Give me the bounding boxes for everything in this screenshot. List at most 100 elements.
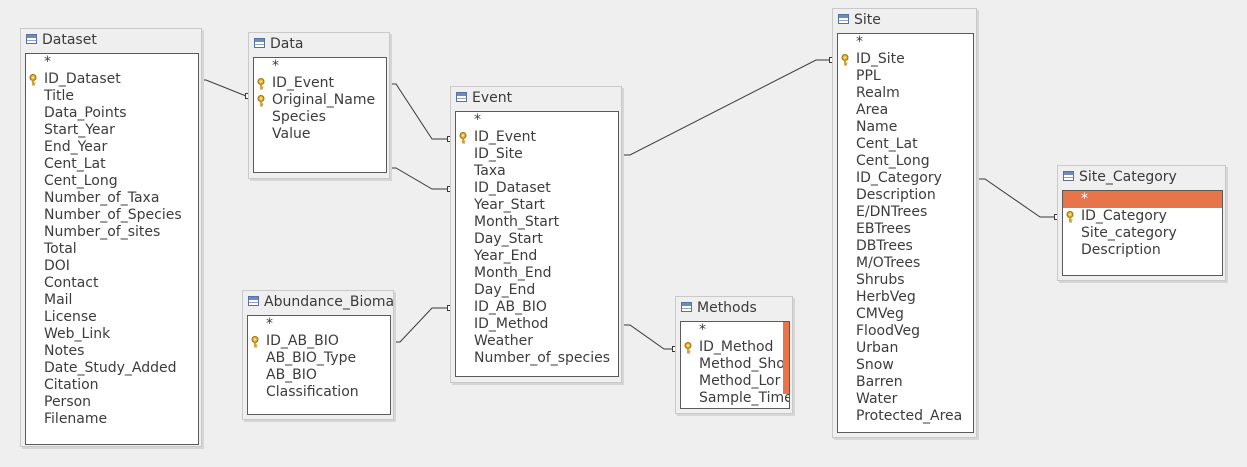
field-row[interactable]: Number_of_Species	[26, 207, 198, 224]
table-header[interactable]: Event	[451, 87, 621, 111]
table-header[interactable]: Site_Category	[1058, 166, 1225, 190]
table-header[interactable]: Dataset	[21, 29, 201, 53]
field-row[interactable]: Description	[1063, 242, 1222, 259]
field-all-columns[interactable]: *	[838, 34, 973, 51]
field-row[interactable]: Cent_Long	[838, 153, 973, 170]
field-row[interactable]: PPL	[838, 68, 973, 85]
field-row[interactable]: ID_Dataset	[26, 71, 198, 88]
field-row[interactable]: ID_AB_BIO	[248, 333, 390, 350]
field-all-columns[interactable]: *	[26, 54, 198, 71]
field-row[interactable]: Value	[254, 126, 386, 143]
field-row[interactable]: ID_Site	[456, 146, 618, 163]
field-all-columns[interactable]: *	[1063, 191, 1222, 208]
field-row[interactable]: ID_Event	[456, 129, 618, 146]
field-row[interactable]: Snow	[838, 357, 973, 374]
field-row[interactable]: Barren	[838, 374, 973, 391]
table-header[interactable]: Site	[833, 9, 976, 33]
field-row[interactable]: End_Year	[26, 139, 198, 156]
field-row[interactable]: Month_End	[456, 265, 618, 282]
field-row[interactable]: FloodVeg	[838, 323, 973, 340]
field-row[interactable]: ID_Event	[254, 75, 386, 92]
field-row[interactable]: Year_End	[456, 248, 618, 265]
field-row[interactable]: ID_AB_BIO	[456, 299, 618, 316]
field-row[interactable]: Method_Sho	[681, 356, 789, 373]
field-row[interactable]: Weather	[456, 333, 618, 350]
field-row[interactable]: Taxa	[456, 163, 618, 180]
field-row[interactable]: Year_Start	[456, 197, 618, 214]
field-row[interactable]: Number_of_sites	[26, 224, 198, 241]
field-row[interactable]: Description	[838, 187, 973, 204]
field-row[interactable]: Site_category	[1063, 225, 1222, 242]
field-row[interactable]: Day_Start	[456, 231, 618, 248]
field-row[interactable]: Species	[254, 109, 386, 126]
field-row[interactable]: Cent_Lat	[838, 136, 973, 153]
field-row[interactable]: Web_Link	[26, 326, 198, 343]
field-row[interactable]: Cent_Long	[26, 173, 198, 190]
field-row[interactable]: ID_Dataset	[456, 180, 618, 197]
field-row[interactable]: ID_Method	[456, 316, 618, 333]
field-row[interactable]: E/DNTrees	[838, 204, 973, 221]
field-row[interactable]: Date_Study_Added	[26, 360, 198, 377]
field-row[interactable]: Realm	[838, 85, 973, 102]
field-row[interactable]: Title	[26, 88, 198, 105]
field-all-columns[interactable]: *	[254, 58, 386, 75]
field-all-columns[interactable]: *	[681, 322, 789, 339]
field-row[interactable]: DOI	[26, 258, 198, 275]
field-row[interactable]: Classification	[248, 384, 390, 401]
field-row[interactable]: ID_Method	[681, 339, 789, 356]
table-header[interactable]: Methods	[676, 297, 792, 321]
field-row[interactable]: ID_Category	[838, 170, 973, 187]
field-all-columns[interactable]: *	[456, 112, 618, 129]
field-row[interactable]: EBTrees	[838, 221, 973, 238]
field-row[interactable]: Water	[838, 391, 973, 408]
field-row[interactable]: Month_Start	[456, 214, 618, 231]
field-row[interactable]: HerbVeg	[838, 289, 973, 306]
field-row[interactable]: Sample_Time	[681, 390, 789, 407]
field-row[interactable]: Day_End	[456, 282, 618, 299]
field-row[interactable]: Notes	[26, 343, 198, 360]
field-row[interactable]: Number_of_Taxa	[26, 190, 198, 207]
field-all-columns[interactable]: *	[248, 316, 390, 333]
field-row[interactable]: AB_BIO	[248, 367, 390, 384]
field-row[interactable]: Citation	[26, 377, 198, 394]
field-row[interactable]: License	[26, 309, 198, 326]
field-row[interactable]: Total	[26, 241, 198, 258]
table-header[interactable]: Data	[249, 33, 389, 57]
field-row[interactable]: CMVeg	[838, 306, 973, 323]
field-row[interactable]: Number_of_species	[456, 350, 618, 367]
field-row[interactable]: Protected_Area	[838, 408, 973, 425]
field-row[interactable]: Person	[26, 394, 198, 411]
field-row[interactable]: Contact	[26, 275, 198, 292]
field-row[interactable]: Urban	[838, 340, 973, 357]
vertical-scrollbar[interactable]	[783, 322, 789, 394]
field-row[interactable]: ID_Site	[838, 51, 973, 68]
field-row[interactable]: Data_Points	[26, 105, 198, 122]
field-row[interactable]: Method_Lor	[681, 373, 789, 390]
field-row[interactable]: DBTrees	[838, 238, 973, 255]
field-row[interactable]: Original_Name	[254, 92, 386, 109]
field-row[interactable]: Area	[838, 102, 973, 119]
field-row[interactable]: ID_Category	[1063, 208, 1222, 225]
field-row[interactable]: Shrubs	[838, 272, 973, 289]
table-header[interactable]: Abundance_Bioma	[243, 291, 393, 315]
field-row[interactable]: Cent_Lat	[26, 156, 198, 173]
field-row[interactable]: Name	[838, 119, 973, 136]
field-row[interactable]: Filename	[26, 411, 198, 428]
field-row[interactable]: Mail	[26, 292, 198, 309]
field-row[interactable]: AB_BIO_Type	[248, 350, 390, 367]
field-row[interactable]: M/OTrees	[838, 255, 973, 272]
